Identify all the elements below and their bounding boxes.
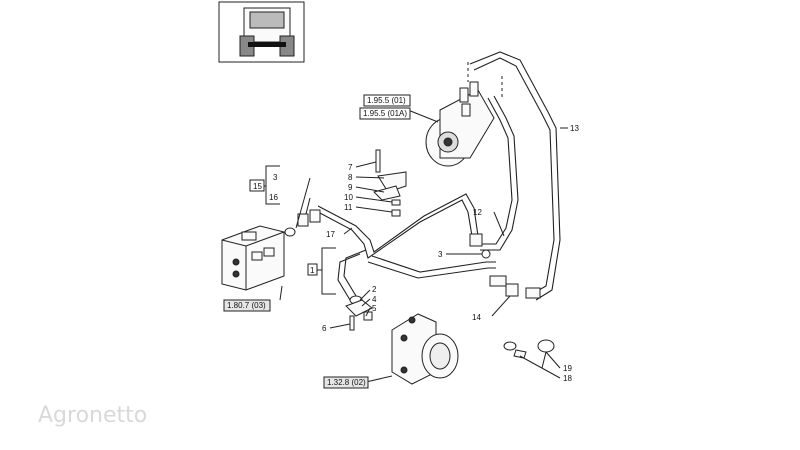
steering-valve [425, 81, 495, 167]
fitting-12-end [469, 233, 483, 247]
bracket-parts-7-11 [373, 149, 407, 217]
callout-8: 8 [348, 173, 353, 182]
callout-5: 5 [372, 304, 377, 313]
callout-16: 16 [269, 193, 278, 202]
distributor-block [221, 225, 285, 291]
callout-6: 6 [322, 324, 327, 333]
fitting-13-end [525, 287, 541, 299]
pipe-1 [337, 249, 496, 301]
ref-180: 1.80.7 (03) [227, 301, 266, 310]
clamps-18-19 [503, 339, 555, 359]
pipe-13 [469, 51, 561, 301]
callout-10: 10 [344, 193, 353, 202]
callout-14: 14 [472, 313, 481, 322]
callout-3-left: 3 [273, 173, 278, 182]
ref-195-01a: 1.95.5 (01A) [363, 109, 407, 118]
fitting-14 [489, 275, 519, 297]
ref-195-01: 1.95.5 (01) [367, 96, 406, 105]
reference-boxes: 1.95.5 (01) 1.95.5 (01A) 1.80.7 (03) 1.3… [223, 94, 411, 389]
callout-13: 13 [570, 124, 579, 133]
hydraulic-pump [391, 313, 459, 385]
pipe-17 [317, 193, 479, 259]
dashed-guides [467, 62, 503, 100]
callout-12: 12 [473, 208, 482, 217]
ref-box-132 [323, 376, 369, 389]
fitting-3-right [481, 249, 491, 259]
leader-lines [279, 109, 568, 383]
callout-2: 2 [372, 285, 377, 294]
fitting-15-16 [284, 209, 321, 237]
ref-box-195-01 [363, 94, 411, 107]
callout-15: 15 [253, 182, 262, 191]
callout-17: 17 [326, 230, 335, 239]
callout-4: 4 [372, 295, 377, 304]
callout-19: 19 [563, 364, 572, 373]
group-bracket-1 [316, 247, 336, 295]
callout-18: 18 [563, 374, 572, 383]
ref-132: 1.32.8 (02) [327, 378, 366, 387]
ref-box-180 [223, 299, 271, 312]
ref-box-195-01a [359, 107, 411, 120]
pipe-12 [480, 95, 519, 251]
watermark: Agronetto [38, 403, 147, 428]
tractor-thumbnail [218, 1, 305, 63]
callout-7: 7 [348, 163, 353, 172]
callout-3-right: 3 [438, 250, 443, 259]
callout-labels: 3 15 16 17 1 7 8 9 10 11 12 13 3 14 2 4 … [249, 124, 579, 383]
callout-1: 1 [310, 266, 315, 275]
callout-9: 9 [348, 183, 353, 192]
callout-11: 11 [344, 203, 353, 212]
